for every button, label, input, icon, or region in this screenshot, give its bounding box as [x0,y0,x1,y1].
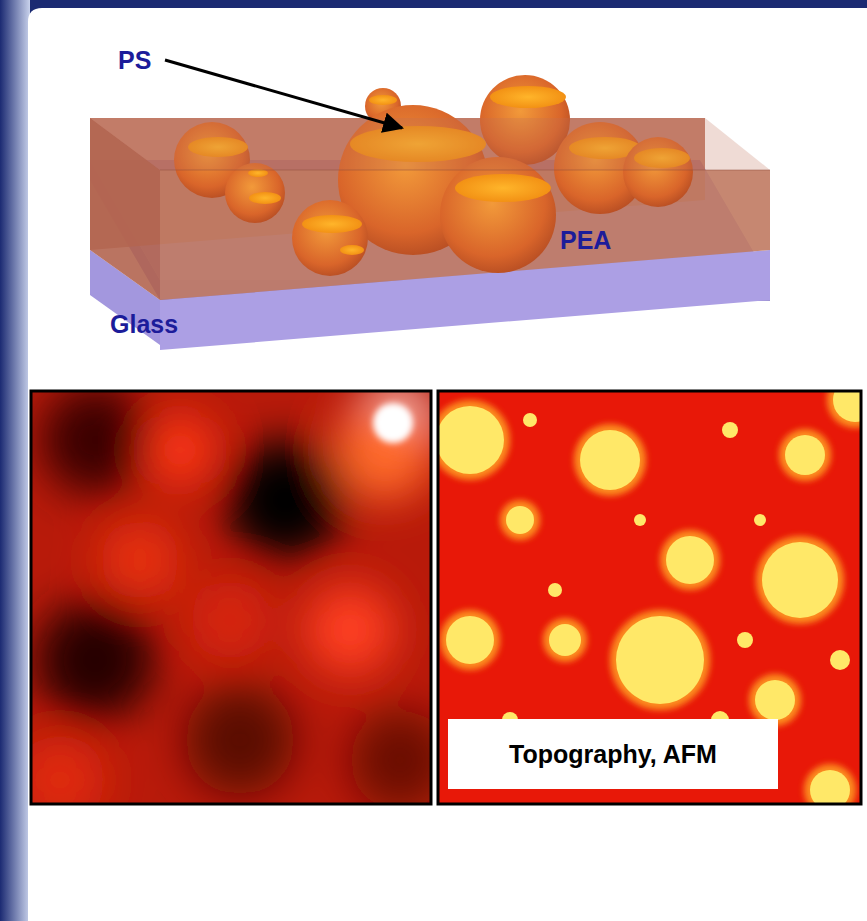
material-label: Glass [110,310,178,339]
slide-panel [28,8,867,921]
pea-top-face [90,118,770,170]
afm-topography [438,391,861,804]
pea-edge [160,170,770,171]
caption-text: Topography, AFM [448,740,778,769]
leader-arrow [165,60,402,128]
side-bar [0,0,30,921]
image-frame [438,391,861,804]
caption-box: Topography, AFM [448,719,778,789]
image-frame [31,391,431,804]
optical-map [31,391,431,804]
material-label: PEA [560,226,611,255]
material-label: PS [118,46,151,75]
ps-spheres [174,75,693,276]
